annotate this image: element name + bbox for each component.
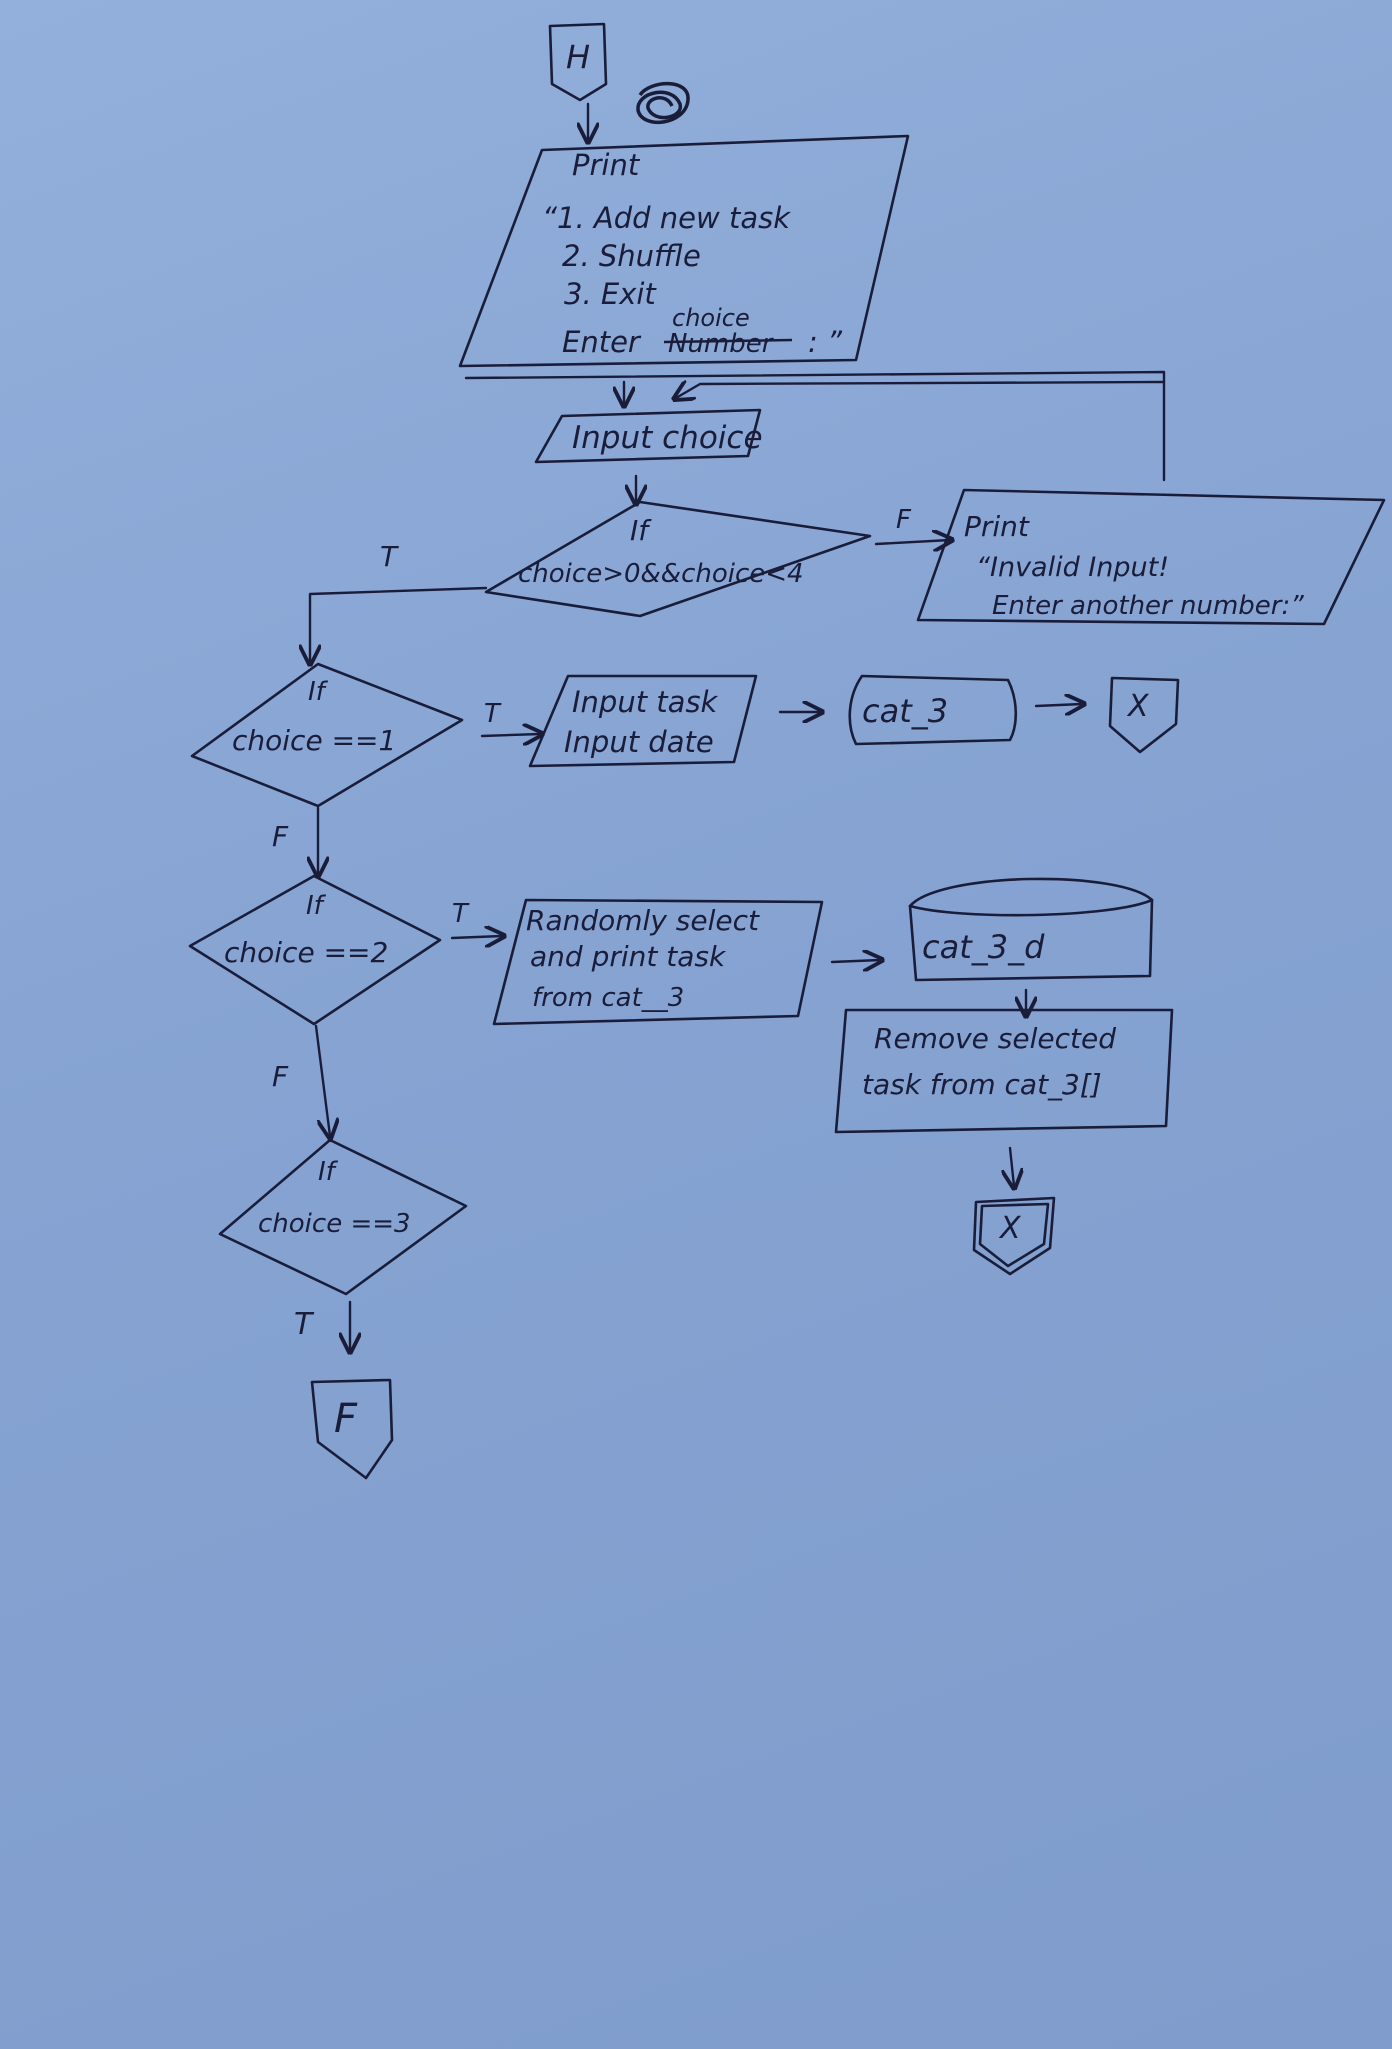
arrow-random-to-catd: [830, 960, 880, 962]
edge-label-d1-true: T: [484, 699, 502, 729]
input-task-box: Input task Input date: [528, 674, 758, 768]
arrow-d2-false: [314, 1024, 330, 1136]
arrow-d2-true: [450, 936, 502, 938]
decision-1-condition: choice ==1: [232, 724, 396, 757]
decision-3-diamond: If choice ==3: [218, 1138, 468, 1296]
print-menu-enter: Enter: [562, 325, 642, 359]
decision-2-condition: choice ==2: [224, 936, 388, 969]
start-terminal: H: [548, 22, 608, 102]
decision-1-if: If: [308, 677, 329, 707]
random-select-line-3: from cat__3: [532, 983, 684, 1013]
remove-task-box: Remove selected task from cat_3[]: [834, 1008, 1174, 1134]
decision-2-if: If: [306, 891, 327, 921]
print-menu-line-4: 3. Exit: [564, 277, 657, 311]
edge-label-valid-true: T: [380, 540, 399, 573]
arrow-valid-true: [310, 586, 488, 662]
print-invalid-line-3: Enter another number:”: [992, 591, 1304, 621]
decision-valid-condition: choice>0&&choice<4: [518, 559, 804, 589]
decision-2-diamond: If choice ==2: [188, 874, 442, 1026]
connector-x1-label: X: [1126, 689, 1150, 724]
cat3-storage: cat_3: [848, 674, 1018, 746]
input-choice-label: Input choice: [572, 420, 763, 456]
print-menu-box: Print “1. Add new task 2. Shuffle 3. Exi…: [458, 134, 910, 368]
start-label: H: [566, 38, 590, 76]
input-task-line-1: Input task: [572, 685, 719, 719]
random-select-box: Randomly select and print task from cat_…: [492, 898, 824, 1026]
arrow-cat3-to-x: [1034, 704, 1082, 706]
line-invalid-return: [464, 370, 1166, 482]
edge-label-d2-true: T: [452, 899, 470, 929]
scribbled-mark: [636, 81, 690, 125]
print-invalid-line-2: “Invalid Input!: [976, 552, 1169, 583]
edge-label-d2-false: F: [272, 1060, 289, 1093]
decision-3-condition: choice ==3: [258, 1209, 411, 1239]
input-choice-box: Input choice: [534, 408, 763, 464]
print-menu-enter-suffix: : ”: [808, 325, 843, 359]
arrow-remove-to-x: [1010, 1146, 1014, 1186]
connector-x2-label: X: [998, 1211, 1022, 1246]
print-menu-line-2: “1. Add new task: [542, 201, 791, 235]
arrow-d1-true: [480, 734, 540, 736]
cat3-d-label: cat_3_d: [922, 928, 1045, 966]
decision-3-if: If: [318, 1157, 339, 1187]
remove-task-line-2: task from cat_3[]: [862, 1068, 1102, 1101]
print-menu-line-3: 2. Shuffle: [562, 239, 701, 273]
input-task-line-2: Input date: [564, 725, 714, 759]
print-invalid-box: Print “Invalid Input! Enter another numb…: [916, 488, 1386, 626]
random-select-line-2: and print task: [530, 940, 727, 973]
end-terminal: F: [310, 1378, 394, 1480]
edge-label-d1-false: F: [272, 820, 289, 853]
connector-x2: X: [972, 1196, 1056, 1276]
connector-x1: X: [1108, 676, 1180, 754]
cat3-label: cat_3: [862, 692, 948, 730]
edge-label-valid-false: F: [896, 505, 912, 535]
print-menu-line-1: Print: [572, 148, 641, 182]
edge-label-d3-true: T: [294, 1307, 315, 1342]
arrow-valid-false: [874, 540, 950, 544]
arrow-loop-back: [676, 382, 1166, 398]
cat3-d-storage: cat_3_d: [908, 877, 1154, 982]
decision-1-diamond: If choice ==1: [190, 662, 464, 808]
end-label: F: [334, 1396, 358, 1442]
print-menu-replacement-word: choice: [672, 304, 750, 332]
remove-task-line-1: Remove selected: [874, 1022, 1116, 1055]
print-menu-struck-word: Number: [668, 329, 775, 359]
print-invalid-line-1: Print: [964, 510, 1030, 543]
random-select-line-1: Randomly select: [526, 904, 760, 937]
decision-valid-diamond: If choice>0&&choice<4: [484, 500, 872, 618]
strikethrough-line: [663, 338, 793, 344]
decision-valid-if: If: [630, 514, 652, 547]
